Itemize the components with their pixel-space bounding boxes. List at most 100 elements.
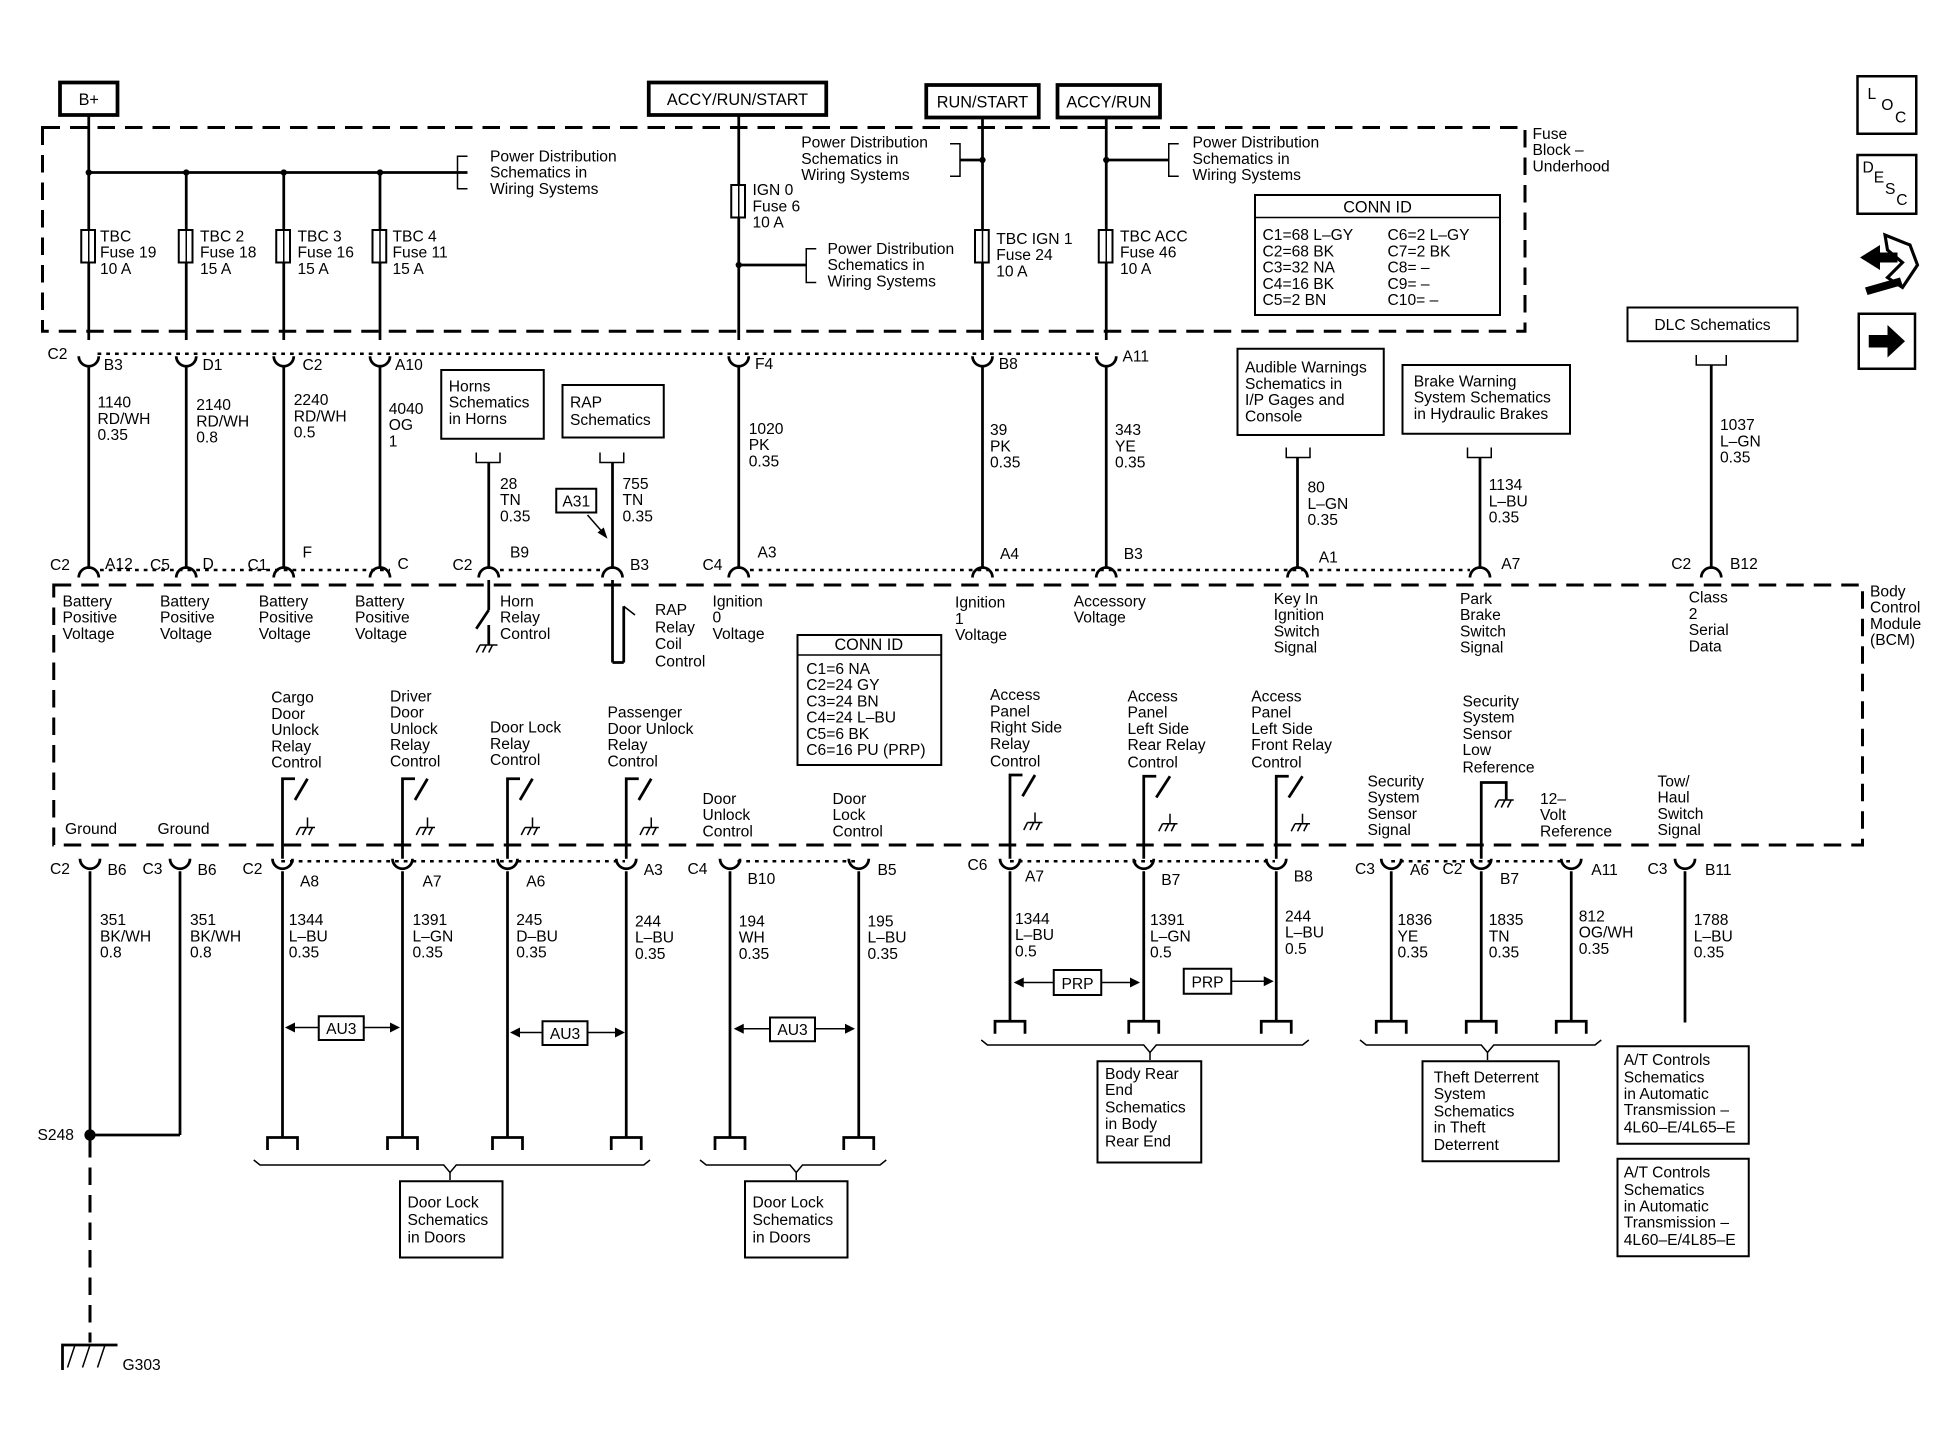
loc-icon[interactable]: L O C: [1856, 75, 1918, 135]
svg-text:C9= –: C9= –: [1388, 276, 1430, 293]
svg-text:C1=68 L–GY: C1=68 L–GY: [1263, 227, 1354, 244]
svg-text:Rear End: Rear End: [1105, 1133, 1171, 1150]
svg-text:E: E: [1874, 170, 1884, 187]
svg-text:1: 1: [389, 433, 398, 450]
svg-text:TBC IGN 1: TBC IGN 1: [996, 231, 1072, 248]
svg-text:0.35: 0.35: [749, 453, 780, 470]
svg-text:Console: Console: [1245, 408, 1302, 425]
svg-text:B12: B12: [1730, 556, 1758, 573]
body-rear-end-ref: Body Rear End Schematics in Body Rear En…: [1096, 1060, 1203, 1164]
svg-text:Relay: Relay: [655, 620, 695, 637]
svg-text:System: System: [1368, 790, 1420, 807]
svg-text:L–BU: L–BU: [635, 930, 674, 947]
svg-text:RAP: RAP: [570, 395, 602, 412]
desc-icon[interactable]: D E S C: [1856, 153, 1918, 215]
svg-text:Battery: Battery: [355, 593, 405, 610]
svg-text:S: S: [1885, 181, 1895, 198]
svg-text:Battery: Battery: [160, 593, 210, 610]
svg-text:RD/WH: RD/WH: [196, 413, 249, 430]
svg-text:Security: Security: [1368, 773, 1425, 790]
svg-text:1020: 1020: [749, 421, 784, 438]
svg-text:PK: PK: [749, 437, 770, 454]
svg-text:1344: 1344: [289, 912, 324, 929]
conn-id-table-fuse-block: CONN ID C1=68 L–GY C2=68 BK C3=32 NA C4=…: [1254, 194, 1501, 316]
svg-text:1391: 1391: [1150, 912, 1185, 929]
svg-text:Control: Control: [490, 752, 540, 769]
fuse-tbc: TBC Fuse 19 10 A: [80, 228, 156, 278]
svg-text:Schematics: Schematics: [1434, 1103, 1515, 1120]
svg-text:YE: YE: [1115, 438, 1136, 455]
svg-text:Door: Door: [833, 791, 867, 808]
svg-text:0.35: 0.35: [500, 508, 531, 525]
svg-text:A3: A3: [758, 545, 777, 562]
svg-text:0.5: 0.5: [1015, 943, 1037, 960]
connector-wrench-icon[interactable]: [1860, 232, 1920, 295]
svg-text:C1=6 NA: C1=6 NA: [806, 661, 870, 678]
svg-text:Schematics: Schematics: [449, 395, 530, 412]
ground-symbol: G303: [61, 1343, 161, 1374]
svg-text:Control: Control: [608, 753, 658, 770]
svg-text:C6=2 L–GY: C6=2 L–GY: [1388, 227, 1471, 244]
svg-text:Fuse 46: Fuse 46: [1120, 245, 1176, 262]
fuse-tbc-3: TBC 3 Fuse 16 15 A: [275, 228, 354, 278]
svg-text:Control: Control: [703, 823, 753, 840]
svg-text:Door Lock: Door Lock: [408, 1195, 479, 1212]
svg-text:Control: Control: [990, 753, 1040, 770]
svg-text:0.5: 0.5: [1285, 941, 1307, 958]
svg-text:0.8: 0.8: [100, 945, 122, 962]
next-arrow-icon[interactable]: [1857, 312, 1917, 370]
svg-text:Horn: Horn: [500, 593, 534, 610]
connector-ends: [266, 1019, 1588, 1150]
svg-text:B7: B7: [1161, 872, 1180, 889]
svg-text:L–BU: L–BU: [1694, 928, 1733, 945]
svg-text:A7: A7: [1025, 868, 1044, 885]
svg-text:Sensor: Sensor: [1368, 806, 1417, 823]
svg-text:Schematics: Schematics: [570, 412, 651, 429]
svg-text:A31: A31: [562, 493, 590, 510]
svg-text:Signal: Signal: [1368, 822, 1411, 839]
svg-text:YE: YE: [1398, 928, 1419, 945]
pds-ref-2: Power Distribution Schematics in Wiring …: [828, 241, 955, 291]
svg-text:Power Distribution: Power Distribution: [490, 148, 617, 165]
svg-text:C6=16 PU (PRP): C6=16 PU (PRP): [806, 742, 925, 759]
svg-text:Ignition: Ignition: [955, 595, 1005, 612]
dlc-wire-label: 1037 L–GN 0.35: [1720, 417, 1761, 467]
svg-text:28: 28: [500, 476, 517, 493]
pds-ref-4: Power Distribution Schematics in Wiring …: [1193, 135, 1320, 185]
svg-text:DLC Schematics: DLC Schematics: [1654, 317, 1770, 334]
svg-text:0: 0: [713, 610, 722, 627]
svg-text:Voltage: Voltage: [160, 626, 212, 643]
svg-text:245: 245: [516, 912, 542, 929]
svg-text:C: C: [1896, 192, 1907, 209]
svg-text:C3: C3: [1648, 861, 1668, 878]
svg-text:L–GN: L–GN: [413, 928, 454, 945]
svg-text:Ground: Ground: [158, 821, 210, 838]
svg-text:0.35: 0.35: [516, 945, 547, 962]
svg-text:Passenger: Passenger: [608, 705, 683, 722]
svg-text:in Theft: in Theft: [1434, 1120, 1486, 1137]
svg-text:Positive: Positive: [355, 610, 410, 627]
svg-text:Accessory: Accessory: [1074, 593, 1146, 610]
svg-text:10 A: 10 A: [100, 261, 132, 278]
svg-text:15 A: 15 A: [393, 261, 425, 278]
svg-text:Panel: Panel: [1251, 705, 1291, 722]
svg-text:System: System: [1463, 710, 1515, 727]
at-controls-ref-1: A/T Controls Schematics in Automatic Tra…: [1616, 1045, 1750, 1145]
svg-text:0.8: 0.8: [196, 430, 218, 447]
svg-text:AU3: AU3: [550, 1026, 580, 1043]
svg-text:in Automatic: in Automatic: [1624, 1086, 1709, 1103]
svg-text:1140: 1140: [98, 395, 132, 412]
svg-text:Voltage: Voltage: [1074, 610, 1126, 627]
svg-text:Schematics in: Schematics in: [1193, 151, 1290, 168]
svg-text:ACCY/RUN/START: ACCY/RUN/START: [667, 91, 808, 109]
source-run-start: RUN/START: [924, 83, 1041, 120]
svg-text:Battery: Battery: [259, 593, 309, 610]
svg-text:Control: Control: [1128, 755, 1178, 772]
svg-text:L–GN: L–GN: [1308, 496, 1349, 513]
svg-text:Relay: Relay: [490, 736, 530, 753]
svg-text:80: 80: [1308, 480, 1326, 497]
svg-text:Battery: Battery: [63, 593, 113, 610]
svg-text:Brake: Brake: [1460, 607, 1501, 624]
horns-schematics-ref: Horns Schematics in Horns: [440, 369, 545, 440]
